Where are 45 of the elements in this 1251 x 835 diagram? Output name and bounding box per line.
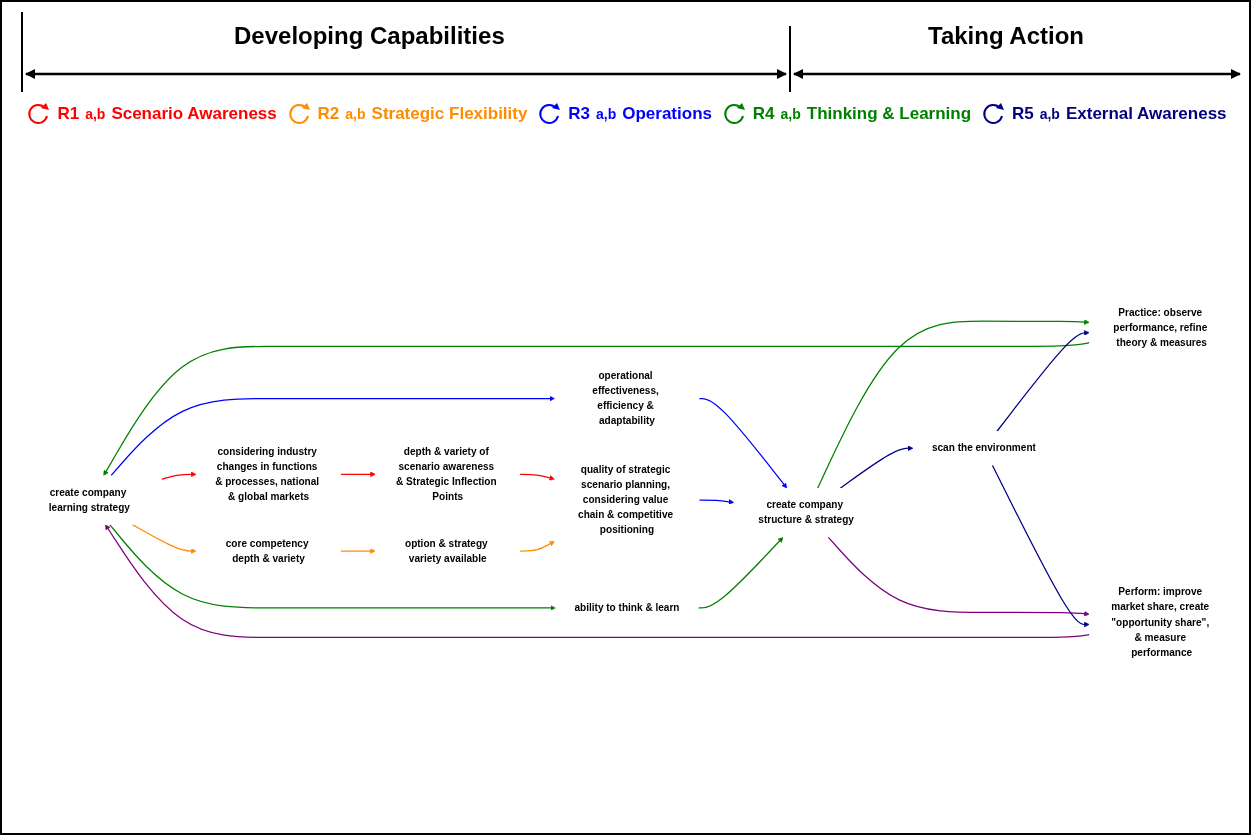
loop-sub-id: a,b bbox=[596, 106, 617, 122]
arrow bbox=[817, 319, 1090, 489]
node-text: core competency depth & variety bbox=[225, 537, 309, 564]
arrow bbox=[698, 499, 735, 505]
section-heading: Developing Capabilities bbox=[234, 22, 505, 50]
loop-name: Thinking & Learning bbox=[806, 104, 972, 124]
arrow bbox=[131, 524, 197, 554]
loop-name: Operations bbox=[622, 104, 712, 124]
loop-name: Scenario Awareness bbox=[111, 104, 277, 124]
node-text: scan the environment bbox=[931, 442, 1036, 454]
loop-id: R4 bbox=[752, 104, 775, 124]
arrow bbox=[839, 445, 914, 489]
loop-name: Strategic Flexibility bbox=[371, 104, 528, 124]
node-text: quality of strategic scenario planning, considering value chain & competitive positioning bbox=[578, 464, 674, 536]
loop-sub-id: a,b bbox=[345, 106, 366, 122]
node-text: ability to think & learn bbox=[574, 602, 680, 613]
node-text: depth & variety of scenario awareness & Strategic Inflection Points bbox=[396, 446, 497, 502]
loop-id: R2 bbox=[317, 104, 340, 124]
node-text: Perform: improve market share, create "opportunity share", & measure performance bbox=[1111, 586, 1210, 658]
loop-sub-id: a,b bbox=[85, 106, 106, 122]
loop-name: External Awareness bbox=[1065, 104, 1227, 124]
arrow bbox=[827, 536, 1090, 617]
loop-id: R5 bbox=[1011, 104, 1034, 124]
node-text: create company learning strategy bbox=[48, 486, 130, 513]
arrow bbox=[103, 342, 1090, 476]
arrow bbox=[697, 536, 784, 609]
arrow bbox=[996, 330, 1090, 432]
arrow bbox=[519, 473, 555, 481]
node-text: operational effectiveness, efficiency & adaptability bbox=[592, 370, 659, 427]
loop-sub-id: a,b bbox=[1039, 106, 1060, 122]
loop-id: R1 bbox=[57, 104, 80, 124]
node-text: create company structure & strategy bbox=[758, 499, 854, 526]
arrow bbox=[161, 471, 197, 480]
arrow bbox=[340, 548, 376, 554]
section-heading: Taking Action bbox=[928, 22, 1084, 50]
loop-sub-id: a,b bbox=[780, 106, 801, 122]
arrow bbox=[698, 397, 788, 489]
loop-id: R3 bbox=[568, 104, 590, 124]
arrow bbox=[991, 464, 1090, 628]
arrow bbox=[110, 395, 555, 477]
arrow bbox=[340, 471, 376, 478]
node-text: considering industry changes in functions & processes, national & global markets bbox=[215, 446, 320, 502]
node-text: option & strategy variety available bbox=[404, 537, 488, 564]
node-text: Practice: observe performance, refine theory & measures bbox=[1113, 306, 1208, 348]
arrow bbox=[519, 540, 555, 552]
